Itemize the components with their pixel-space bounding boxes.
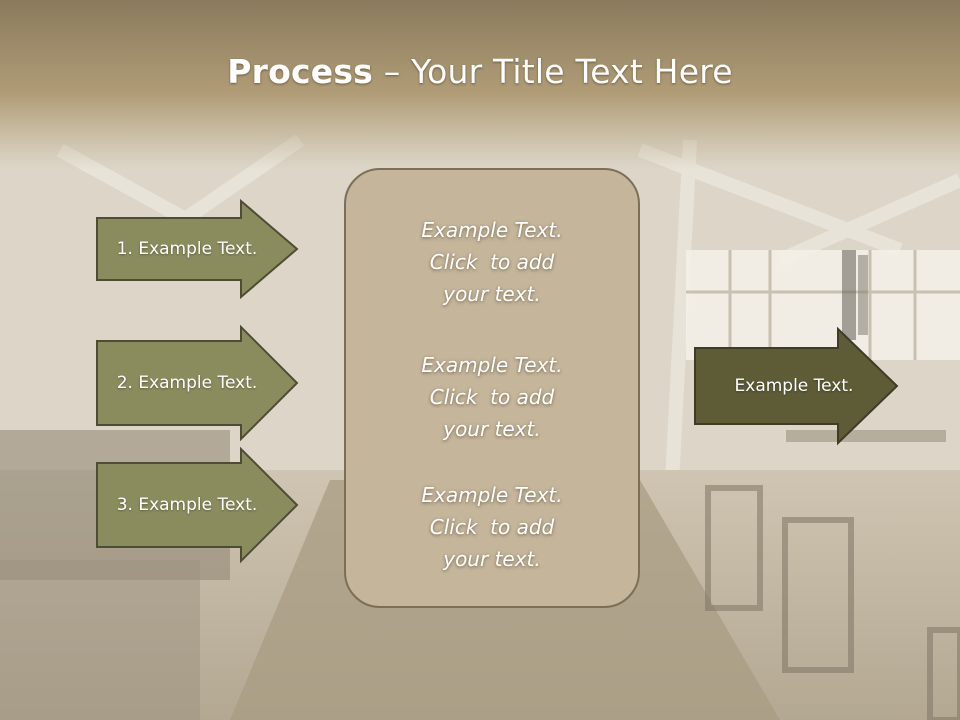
panel-line: Click to add [429, 515, 555, 539]
slide-title-rest: – Your Title Text Here [373, 52, 733, 91]
step-label: 3. Example Text. [116, 495, 258, 515]
panel-line: Click to add [429, 385, 555, 409]
panel-line: Example Text. [421, 353, 563, 377]
arrow-right-icon [96, 198, 299, 300]
content-panel[interactable]: Example Text. Click to add your text. Ex… [344, 168, 640, 608]
panel-text-block-1[interactable]: Example Text. Click to add your text. [346, 214, 638, 310]
arrow-right-icon [694, 326, 899, 446]
step-label: 1. Example Text. [116, 239, 258, 259]
arrow-right-icon [96, 446, 299, 564]
slide-title: Process – Your Title Text Here [0, 52, 960, 91]
arrow-right-icon [96, 324, 299, 442]
slide-title-bold: Process [227, 52, 374, 91]
panel-line: your text. [443, 547, 541, 571]
step-arrow-3[interactable]: 3. Example Text. [96, 446, 299, 564]
result-label: Example Text. [734, 376, 854, 396]
panel-line: Example Text. [421, 483, 563, 507]
step-arrow-1[interactable]: 1. Example Text. [96, 198, 299, 300]
panel-line: your text. [443, 282, 541, 306]
panel-text-block-2[interactable]: Example Text. Click to add your text. [346, 349, 638, 445]
panel-text-block-3[interactable]: Example Text. Click to add your text. [346, 479, 638, 575]
result-arrow[interactable]: Example Text. [694, 326, 899, 446]
step-arrow-2[interactable]: 2. Example Text. [96, 324, 299, 442]
panel-line: Click to add [429, 250, 555, 274]
step-label: 2. Example Text. [116, 373, 258, 393]
panel-line: your text. [443, 417, 541, 441]
panel-line: Example Text. [421, 218, 563, 242]
